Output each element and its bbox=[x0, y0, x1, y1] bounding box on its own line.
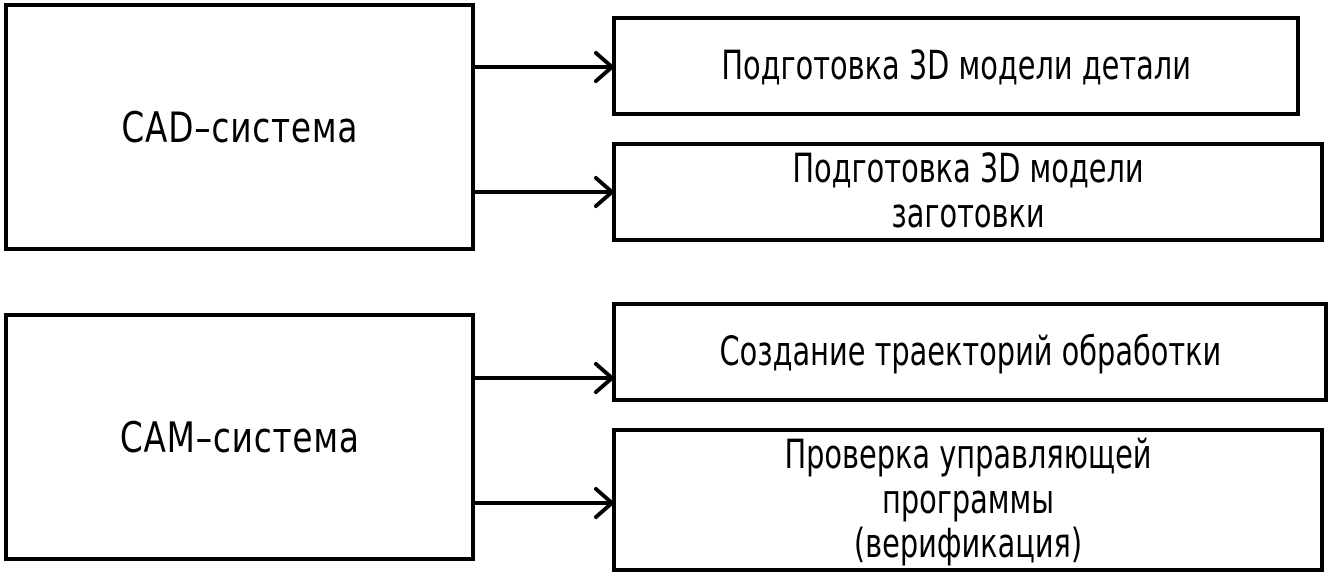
task-box-toolpaths: Создание траекторий обработки bbox=[612, 302, 1328, 402]
arrowhead-cad-to-part-model bbox=[594, 51, 614, 83]
arrowhead-cam-to-toolpaths bbox=[594, 362, 614, 394]
cad-system-label: CAD–система bbox=[121, 102, 358, 152]
task-label-blank-model: Подготовка 3D модели заготовки bbox=[792, 146, 1144, 237]
arrowhead-cam-to-verification bbox=[594, 487, 614, 519]
cam-system-label: CAM–система bbox=[119, 412, 360, 462]
task-box-part-model: Подготовка 3D модели детали bbox=[612, 16, 1300, 116]
cad-system-box: CAD–система bbox=[4, 3, 475, 251]
task-box-verification: Проверка управляющей программы (верифика… bbox=[612, 428, 1324, 572]
arrowhead-cad-to-blank-model bbox=[594, 176, 614, 208]
task-label-toolpaths: Создание траекторий обработки bbox=[719, 328, 1221, 375]
task-box-blank-model: Подготовка 3D модели заготовки bbox=[612, 142, 1324, 242]
cam-system-box: CAM–система bbox=[4, 313, 475, 561]
task-label-verification: Проверка управляющей программы (верифика… bbox=[784, 431, 1152, 568]
task-label-part-model: Подготовка 3D модели детали bbox=[721, 42, 1191, 89]
